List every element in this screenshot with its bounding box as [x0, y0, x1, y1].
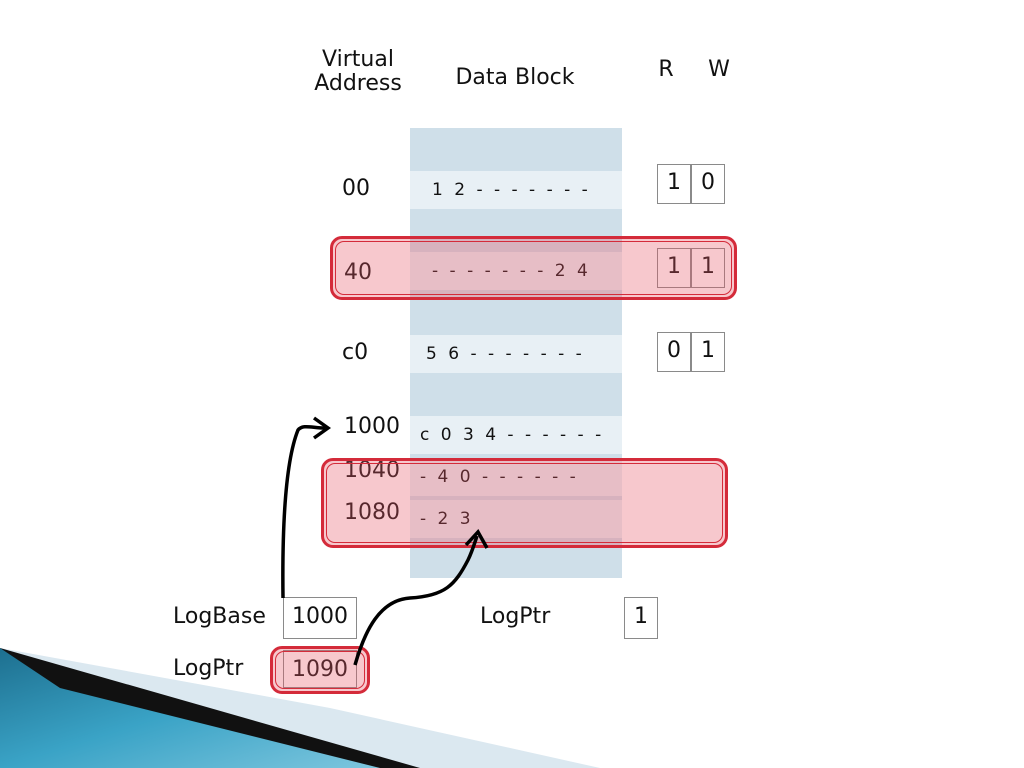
data-row-40: - - - - - - - 2 4: [410, 252, 622, 290]
corner-swoosh-decoration: [0, 648, 600, 768]
highlight-logptr: [270, 646, 370, 694]
data-row-00: 1 2 - - - - - - -: [410, 171, 622, 209]
logbase-label: LogBase: [173, 604, 266, 629]
w-bit-c0: 1: [691, 332, 725, 372]
r-bit-40: 1: [657, 248, 691, 288]
logbase-arrowhead: [312, 416, 332, 440]
logbase-value: 1000: [283, 597, 357, 639]
logptr-label: LogPtr: [173, 656, 244, 681]
highlight-log-rows: [321, 458, 728, 548]
address-label-40: 40: [344, 260, 372, 285]
virtual-address-header: Virtual Address: [314, 47, 402, 96]
log-row-1080: - 2 3: [410, 500, 622, 538]
r-header: R: [658, 57, 674, 82]
data-block-header: Data Block: [455, 65, 575, 90]
log-row-1000: c 0 3 4 - - - - - -: [410, 416, 622, 454]
address-label-1080: 1080: [344, 500, 400, 525]
logptr-label-secondary: LogPtr: [480, 604, 551, 629]
w-bit-40: 1: [691, 248, 725, 288]
r-bit-c0: 0: [657, 332, 691, 372]
address-label-c0: c0: [342, 340, 369, 365]
logptr-value-secondary: 1: [624, 597, 658, 639]
w-bit-00: 0: [691, 164, 725, 204]
logptr-value: 1090: [283, 650, 357, 688]
r-bit-00: 1: [657, 164, 691, 204]
data-row-c0: 5 6 - - - - - - -: [410, 335, 622, 373]
highlight-row-40: [330, 236, 737, 300]
logptr-arrowhead: [464, 529, 489, 549]
address-label-00: 00: [342, 176, 370, 201]
w-header: W: [708, 57, 730, 82]
address-label-1000: 1000: [344, 414, 400, 439]
logbase-arrow: [281, 424, 326, 599]
log-row-1040: - 4 0 - - - - - -: [410, 458, 622, 496]
address-label-1040: 1040: [344, 458, 400, 483]
logptr-arrow: [353, 535, 479, 666]
